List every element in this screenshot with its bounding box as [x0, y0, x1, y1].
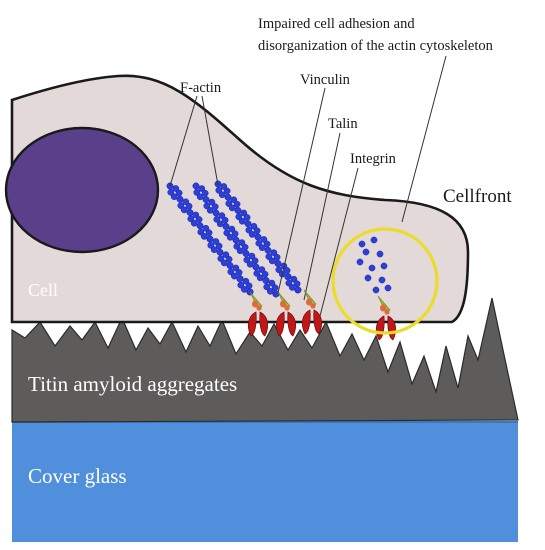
actin-filament [192, 182, 280, 298]
actin-filament-icon [166, 180, 302, 298]
actin-monomer [376, 250, 384, 258]
actin-monomer [368, 264, 376, 272]
actin-monomer [380, 262, 388, 270]
actin-filament [166, 182, 254, 296]
disorganized-actin [356, 236, 392, 294]
actin-monomer [372, 286, 380, 294]
leader-line-impaired [401, 55, 447, 223]
actin-monomer [384, 284, 392, 292]
impaired-adhesion-highlight [331, 227, 439, 335]
leader-line-f-actin-right [201, 95, 219, 186]
label-impaired-line1: Impaired cell adhesion and [258, 16, 415, 32]
leader-line-vinculin [277, 87, 326, 294]
label-impaired-line2: disorganization of the actin cytoskeleto… [258, 38, 494, 54]
leader-line-f-actin-left [169, 95, 198, 187]
label-cell: Cell [28, 280, 58, 300]
label-cover-glass: Cover glass [28, 464, 127, 488]
label-integrin: Integrin [350, 151, 397, 167]
label-titin-aggregates: Titin amyloid aggregates [28, 372, 237, 396]
actin-filament [214, 180, 302, 294]
label-cellfront: Cellfront [443, 186, 512, 207]
actin-monomer [378, 276, 386, 284]
cell-body [10, 74, 470, 324]
actin-monomer [362, 248, 370, 256]
actin-monomer [364, 274, 372, 282]
actin-monomer [370, 236, 378, 244]
focal-adhesion-icon [275, 291, 297, 337]
focal-adhesion-icon [247, 291, 269, 337]
label-vinculin: Vinculin [300, 72, 351, 88]
label-talin: Talin [328, 116, 358, 132]
cover-glass-layer [12, 422, 518, 542]
focal-adhesion-icon [301, 289, 323, 335]
actin-monomer [358, 240, 366, 248]
actin-monomer [356, 258, 364, 266]
label-f-actin: F-actin [180, 80, 222, 96]
nucleus [4, 126, 160, 254]
leader-line-talin [303, 132, 341, 301]
leader-line-integrin [319, 167, 359, 317]
